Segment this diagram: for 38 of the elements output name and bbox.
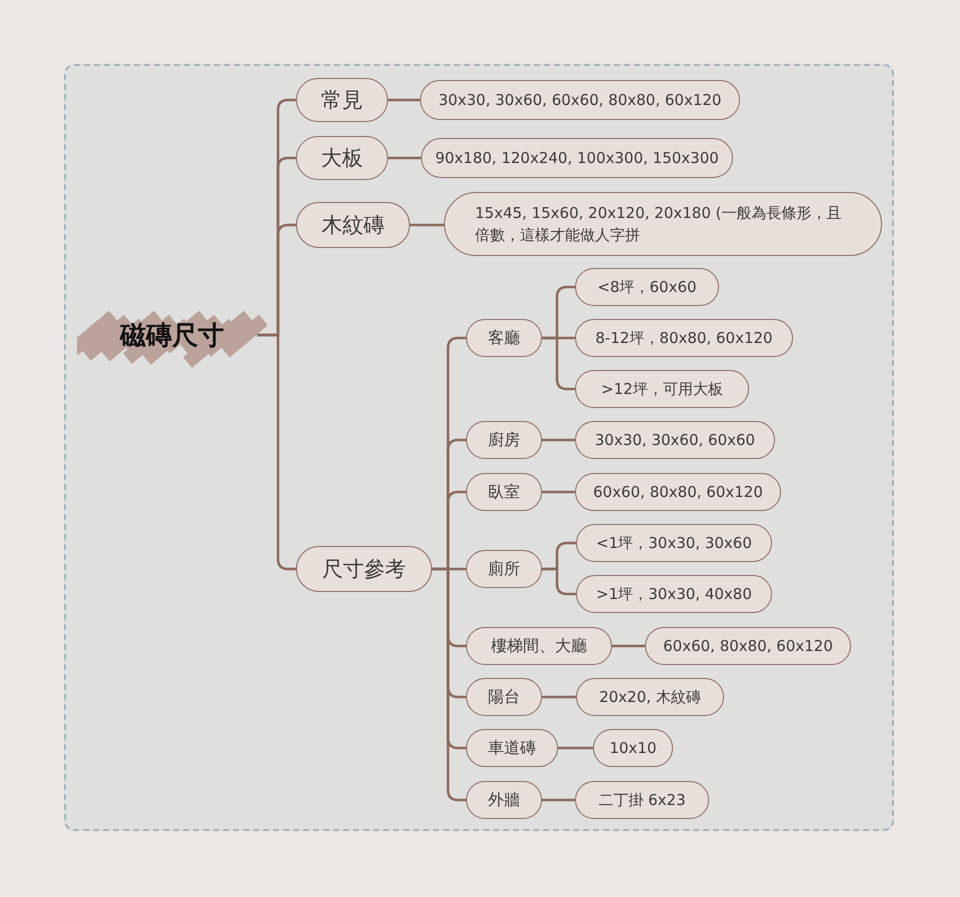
detail-pill: 60x60, 80x80, 60x120 xyxy=(645,627,851,665)
detail-pill: 30x30, 30x60, 60x60, 80x80, 60x120 xyxy=(420,80,740,120)
branch-line xyxy=(542,568,576,596)
subtopic-pill: 廁所 xyxy=(466,550,542,588)
detail-pill: <8坪，60x60 xyxy=(575,268,719,306)
detail-pill: >12坪，可用大板 xyxy=(575,370,749,408)
subtopic-pill: 臥室 xyxy=(466,473,542,511)
subtopic-pill: 車道磚 xyxy=(466,729,558,767)
detail-pill: 20x20, 木紋磚 xyxy=(576,678,724,716)
branch-line xyxy=(410,224,444,226)
subtopic-pill: 樓梯間、大廳 xyxy=(466,627,612,665)
detail-pill: <1坪，30x30, 30x60 xyxy=(576,524,772,562)
branch-line xyxy=(558,746,593,750)
detail-pill: 10x10 xyxy=(593,729,673,767)
detail-pill: 15x45, 15x60, 20x120, 20x180 (一般為長條形，且倍數，這樣才能做人字拼 xyxy=(444,192,882,256)
branch-line xyxy=(612,644,645,648)
detail-pill: 60x60, 80x80, 60x120 xyxy=(575,473,781,511)
branch-line xyxy=(542,490,575,494)
branch-line xyxy=(542,798,575,802)
topic-pill: 木紋磚 xyxy=(296,202,410,248)
detail-pill: 二丁掛 6x23 xyxy=(575,781,709,819)
branch-line xyxy=(542,696,576,698)
subtopic-pill: 陽台 xyxy=(466,678,542,716)
subtopic-pill: 廚房 xyxy=(466,421,542,459)
topic-pill: 尺寸參考 xyxy=(296,546,432,592)
topic-pill: 常見 xyxy=(296,78,388,122)
detail-pill: >1坪，30x30, 40x80 xyxy=(576,575,772,613)
subtopic-pill: 客廳 xyxy=(466,319,542,357)
branch-line xyxy=(432,568,466,802)
branch-line xyxy=(388,156,421,160)
topic-pill: 大板 xyxy=(296,136,388,180)
branch-line xyxy=(542,438,575,442)
detail-pill: 30x30, 30x60, 60x60 xyxy=(575,421,775,459)
detail-pill: 8-12坪，80x80, 60x120 xyxy=(575,319,793,357)
branch-line xyxy=(388,98,420,102)
detail-pill: 90x180, 120x240, 100x300, 150x300 xyxy=(421,138,733,178)
central-topic: 磁磚尺寸 xyxy=(77,300,267,370)
subtopic-pill: 外牆 xyxy=(466,781,542,819)
